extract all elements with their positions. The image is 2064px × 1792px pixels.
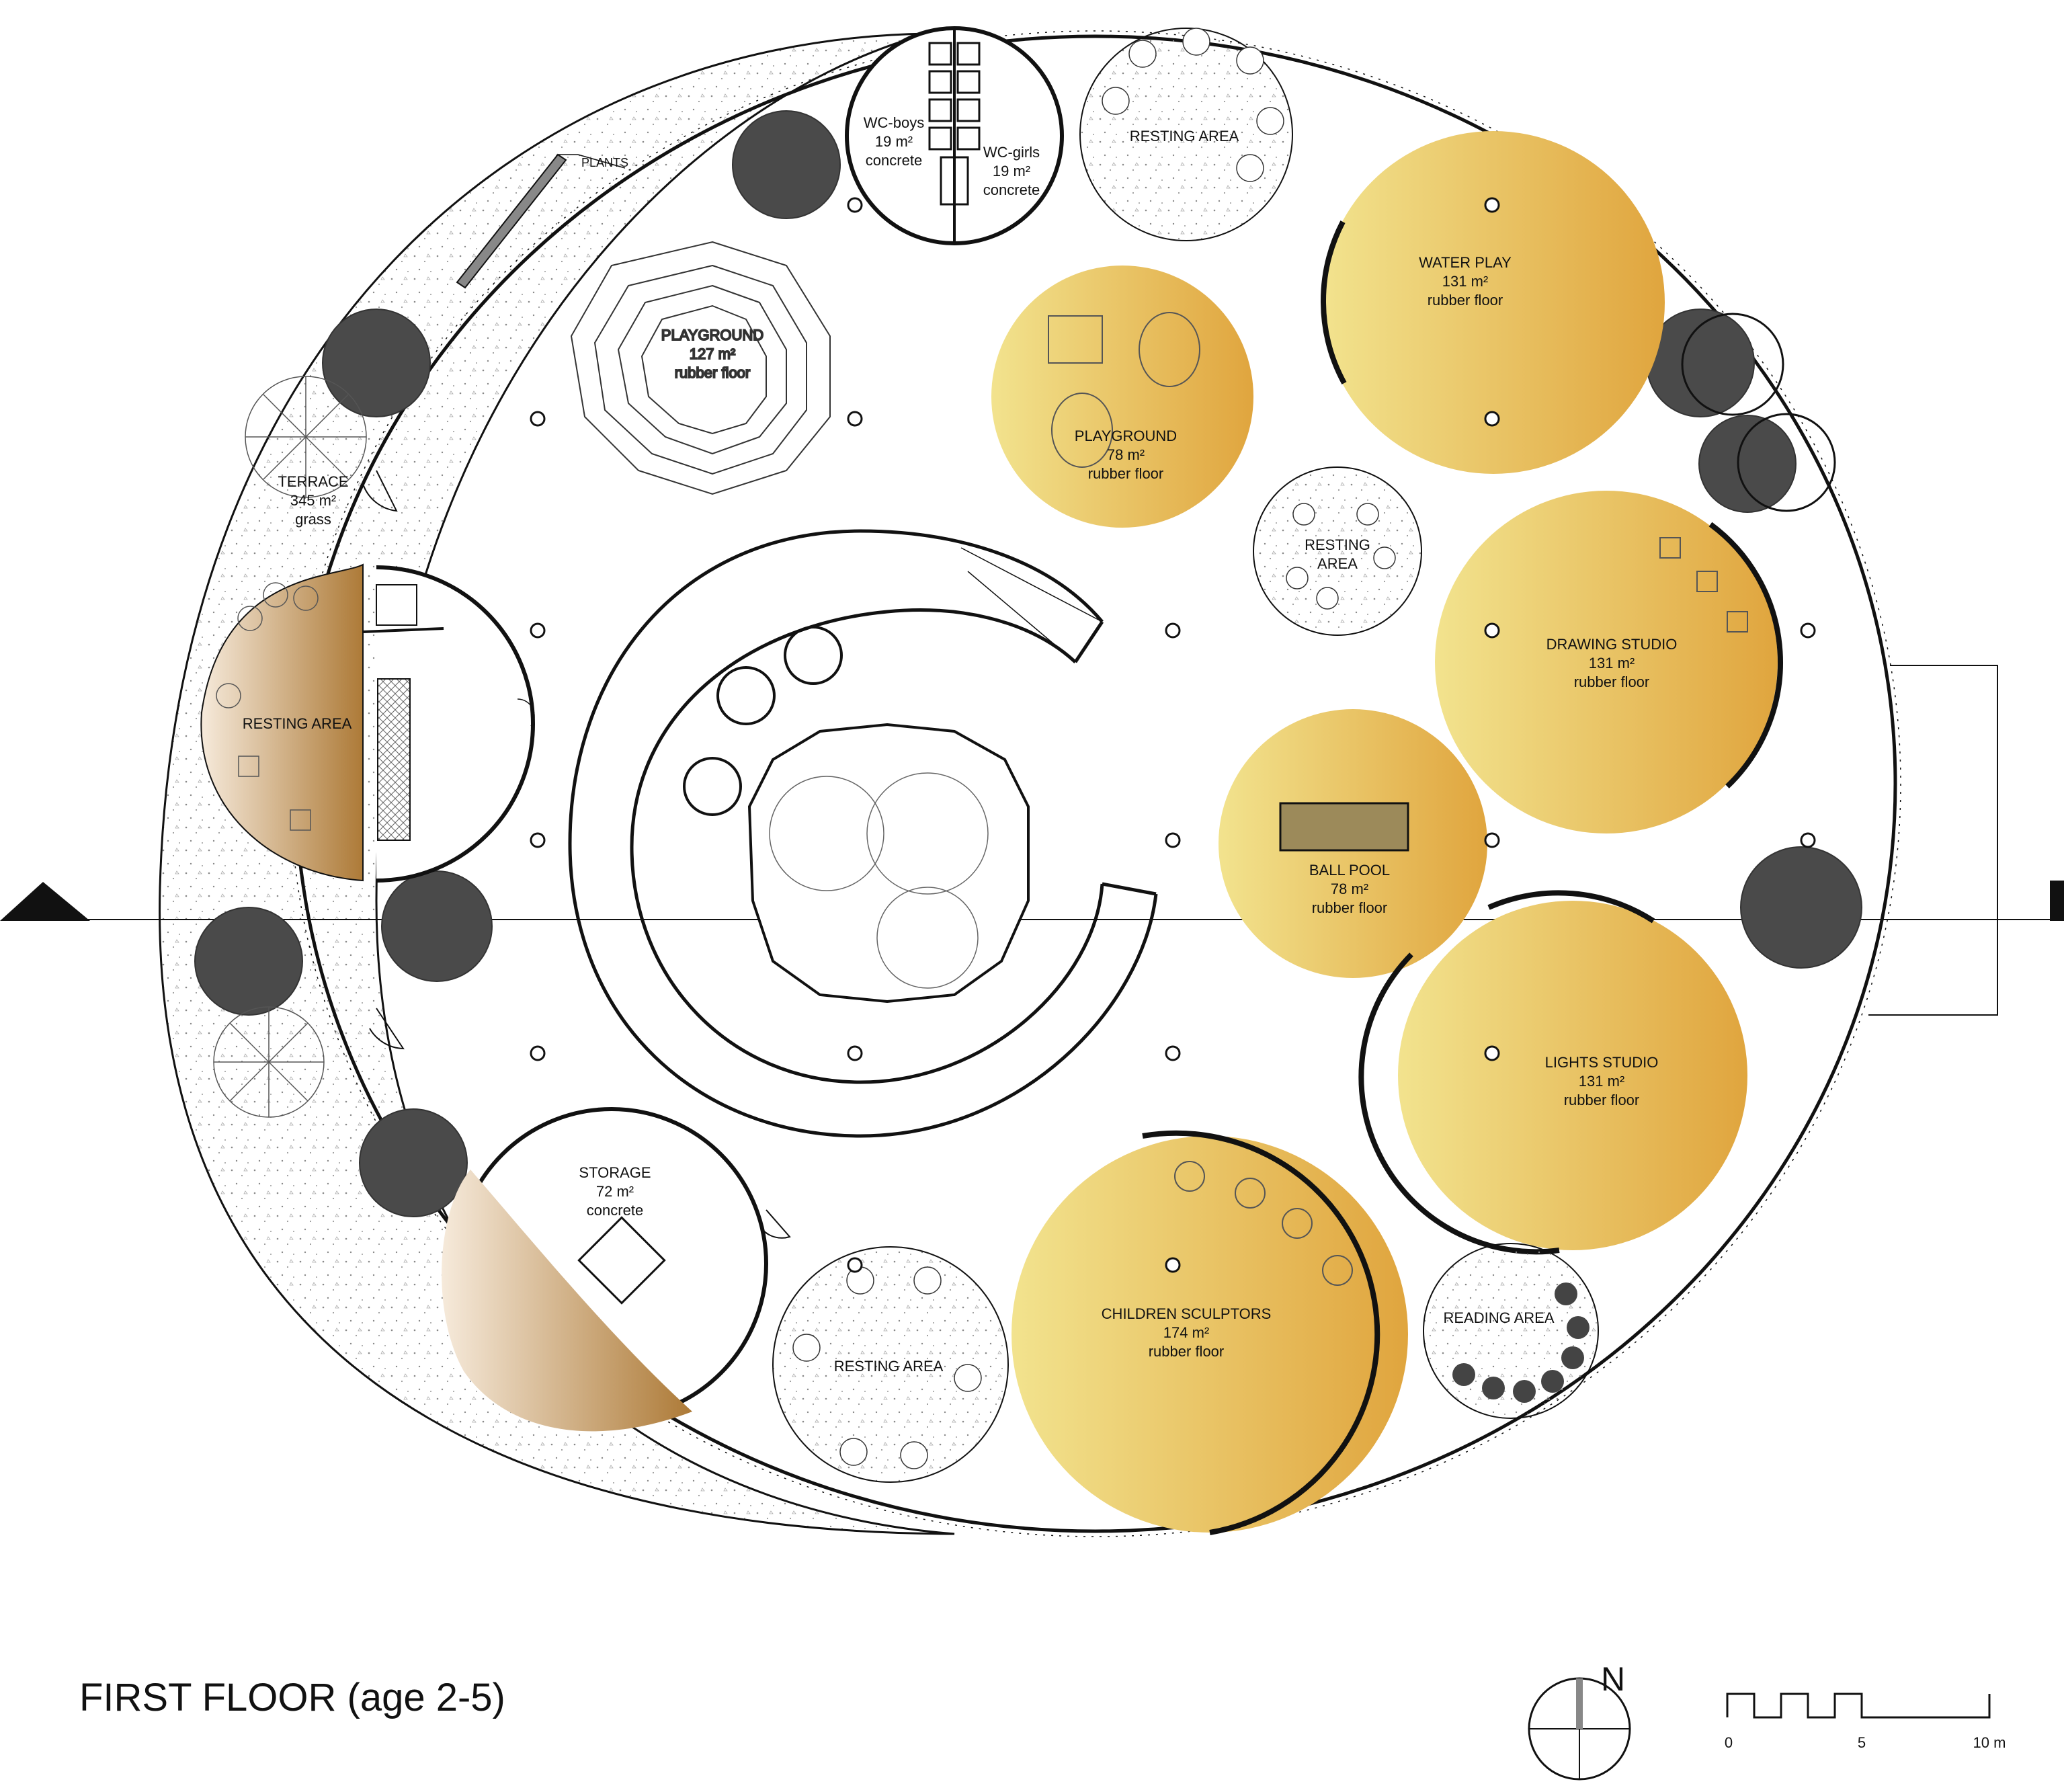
resting-area-left: RESTING AREA	[200, 563, 364, 882]
drawing-studio-floor: rubber floor	[1574, 674, 1650, 690]
playground-large-name: PLAYGROUND	[661, 327, 763, 343]
playground-large: PLAYGROUND 127 m² rubber floor	[570, 241, 831, 495]
water-play-room: WATER PLAY 131 m² rubber floor	[1321, 131, 1665, 474]
tree-icon	[381, 870, 493, 982]
tree-icon	[732, 110, 841, 219]
scale-tick-0: 0	[1725, 1734, 1733, 1751]
resting-bottom-name: RESTING AREA	[834, 1358, 944, 1375]
scale-tick-10: 10 m	[1973, 1734, 2006, 1751]
north-label: N	[1601, 1660, 1625, 1698]
lights-studio-name: LIGHTS STUDIO	[1545, 1054, 1659, 1071]
resting-middle-line-2: AREA	[1317, 555, 1358, 572]
doors	[362, 470, 791, 1239]
wc-girls-name: WC-girls	[983, 144, 1040, 161]
lights-studio-floor: rubber floor	[1564, 1092, 1640, 1108]
terrace-floor: grass	[295, 511, 331, 528]
section-marker-west	[0, 882, 90, 921]
terrace-area: 345 m²	[290, 492, 336, 509]
tree-icon	[1740, 846, 1862, 969]
playground-large-area: 127 m²	[690, 345, 735, 362]
reading-area: READING AREA	[1423, 1243, 1599, 1419]
resting-top-name: RESTING AREA	[1130, 128, 1239, 145]
wc-block: WC-boys 19 m² concrete WC-girls 19 m² co…	[845, 26, 1064, 245]
storage-area: 72 m²	[596, 1183, 634, 1200]
drawing-studio-name: DRAWING STUDIO	[1546, 636, 1678, 653]
terrace-label: TERRACE 345 m² grass	[278, 473, 348, 528]
reading-area-name: READING AREA	[1443, 1309, 1554, 1326]
wc-boys-area: 19 m²	[875, 133, 913, 150]
annex-outline	[1868, 665, 1998, 1016]
water-play-area: 131 m²	[1442, 273, 1488, 290]
storage-name: STORAGE	[579, 1164, 651, 1181]
wc-girls-area: 19 m²	[993, 163, 1030, 179]
resting-area-top: RESTING AREA	[1079, 28, 1293, 241]
resting-area-bottom: RESTING AREA	[772, 1246, 1009, 1483]
resting-left-name: RESTING AREA	[243, 715, 352, 732]
scale-bar: 0 5 10 m	[1725, 1693, 2006, 1751]
section-marker-east	[2050, 881, 2064, 921]
tree-icon	[194, 907, 303, 1016]
building-outline-dashed	[290, 30, 1901, 1537]
central-spiral	[568, 529, 1158, 1138]
wc-boys-floor: concrete	[866, 152, 922, 169]
playground-small: PLAYGROUND 78 m² rubber floor	[991, 266, 1253, 528]
playground-large-floor: rubber floor	[675, 364, 751, 381]
north-arrow: N	[1528, 1660, 1631, 1781]
water-play-name: WATER PLAY	[1419, 254, 1512, 271]
drawing-title: FIRST FLOOR (age 2-5)	[79, 1676, 505, 1719]
planter-ring	[1681, 313, 1784, 416]
water-play-floor: rubber floor	[1428, 292, 1503, 309]
children-sculptors-area: 174 m²	[1163, 1324, 1209, 1341]
terrace-umbrellas	[213, 376, 367, 1118]
children-sculptors-floor: rubber floor	[1149, 1343, 1225, 1360]
scale-tick-5: 5	[1858, 1734, 1866, 1751]
drawing-studio-room: DRAWING STUDIO 131 m² rubber floor	[1435, 491, 1783, 833]
structural-columns	[530, 197, 1816, 1273]
playground-small-area: 78 m²	[1107, 446, 1145, 463]
tree-icon	[322, 309, 431, 417]
ball-pool-name: BALL POOL	[1309, 862, 1390, 879]
ball-pool-area: 78 m²	[1331, 881, 1368, 897]
lights-studio-area: 131 m²	[1579, 1073, 1624, 1090]
staircase-block	[362, 565, 535, 883]
tree-icon	[359, 1108, 468, 1217]
wc-girls-floor: concrete	[983, 181, 1040, 198]
resting-area-middle: RESTING AREA	[1253, 466, 1422, 636]
plants-label: PLANTS	[581, 156, 628, 169]
terrace-name: TERRACE	[278, 473, 348, 490]
children-sculptors-name: CHILDREN SCULPTORS	[1102, 1305, 1272, 1322]
drawing-studio-area: 131 m²	[1589, 655, 1635, 671]
trees	[194, 110, 1862, 1217]
ball-pool-floor: rubber floor	[1312, 899, 1388, 916]
resting-middle-line-1: RESTING	[1305, 536, 1370, 553]
planter-ring	[1737, 413, 1836, 512]
tree-icon	[1698, 415, 1797, 513]
ball-pool-room: BALL POOL 78 m² rubber floor	[1219, 709, 1487, 978]
central-canopy	[683, 626, 1030, 1004]
playground-small-name: PLAYGROUND	[1075, 427, 1177, 444]
playground-small-floor: rubber floor	[1088, 465, 1164, 482]
plants-strip: PLANTS	[456, 153, 628, 289]
lights-studio-room: LIGHTS STUDIO 131 m² rubber floor	[1358, 890, 1747, 1255]
storage-floor: concrete	[587, 1202, 643, 1219]
children-sculptors-room: CHILDREN SCULPTORS 174 m² rubber floor	[1012, 1130, 1408, 1535]
wc-boys-name: WC-boys	[864, 114, 924, 131]
storage-room: STORAGE 72 m² concrete	[442, 1107, 768, 1432]
